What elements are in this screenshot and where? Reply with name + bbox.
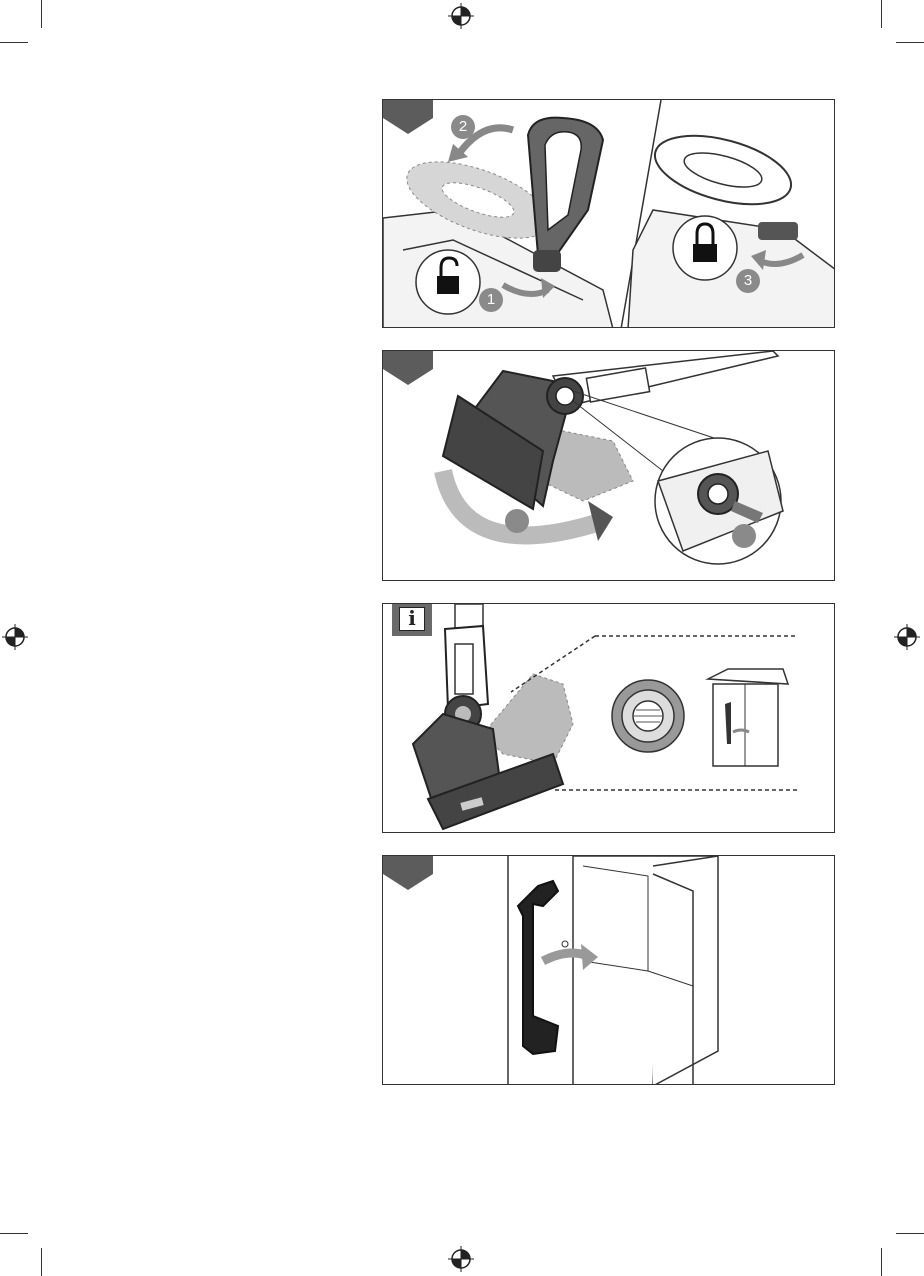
figure-head-rotate [382,350,835,581]
step-number: 2 [451,115,475,139]
figure-handle-adjust: 2 1 3 [382,99,835,328]
registration-mark-icon [448,1246,474,1272]
handle-illustration [383,100,835,328]
step-number: 3 [736,269,760,293]
crop-mark [0,42,28,43]
registration-mark-icon [894,624,920,650]
info-icon: i [392,603,432,636]
crop-mark [41,0,42,28]
info-symbol: i [399,607,425,631]
cabinet-illustration [383,856,835,1085]
step-marker [505,509,529,533]
step-number: 1 [479,288,503,312]
head-rotate-illustration [383,351,835,581]
crop-mark [0,1233,28,1234]
step-tab [383,856,433,892]
crop-mark [881,0,882,28]
step-tab [383,100,433,136]
crop-mark [896,1233,924,1234]
crop-mark [41,1248,42,1276]
registration-mark-icon [2,624,28,650]
crop-mark [881,1248,882,1276]
step-tab [383,351,433,387]
registration-mark-icon [448,3,474,29]
storage-info-illustration [383,604,835,833]
crop-mark [896,42,924,43]
step-marker [732,524,756,548]
figure-cabinet-storage [382,855,835,1085]
figure-info-storage: i [382,603,835,833]
